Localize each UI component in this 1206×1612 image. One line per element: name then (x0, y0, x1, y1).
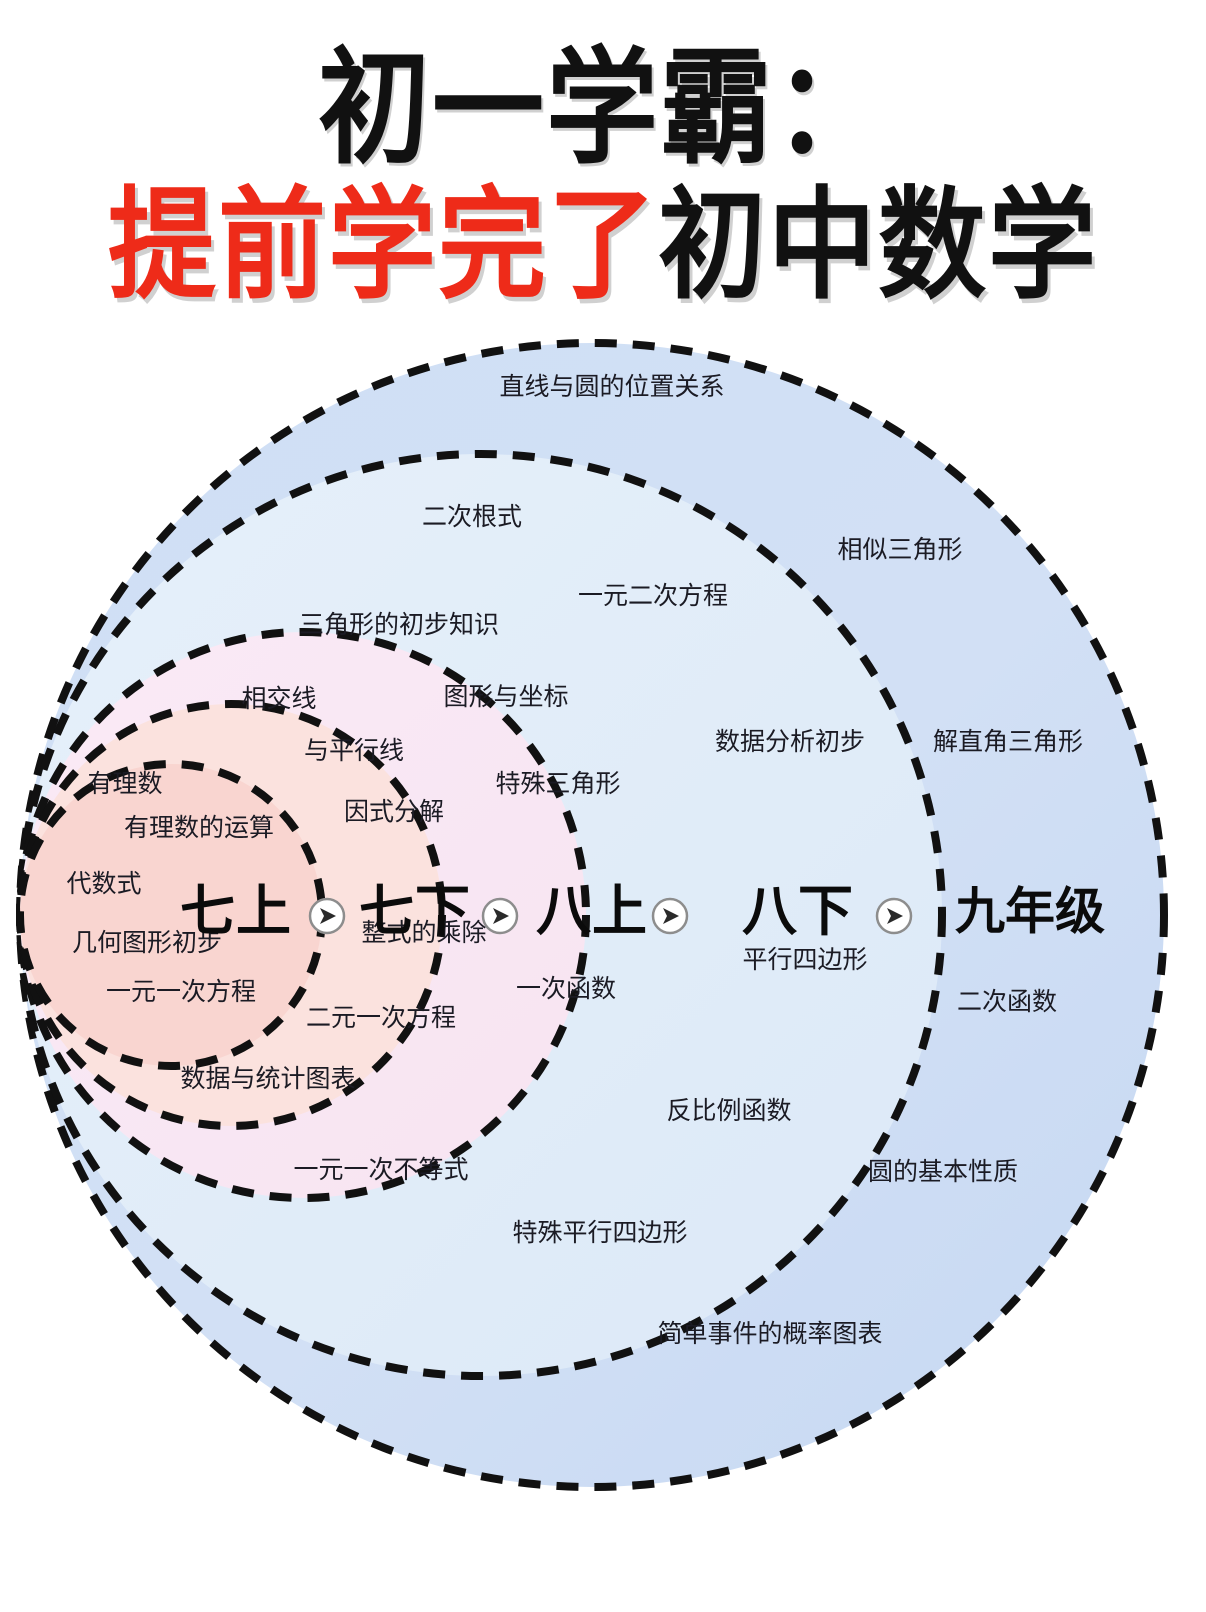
grade-label-qishang[interactable]: 七上 (180, 879, 292, 943)
topic-label-yu-pingxingxian: 与平行线 (304, 737, 404, 765)
topic-label-jiandan-shijian-gailv: 简单事件的概率图表 (657, 1320, 882, 1348)
topic-label-xiangjiaoxian: 相交线 (241, 685, 316, 713)
topic-label-erci-hanshu: 二次函数 (957, 988, 1057, 1016)
topic-label-yinshi-fenjie: 因式分解 (344, 798, 444, 826)
grade-label-jiunianji[interactable]: 九年级 (955, 883, 1105, 941)
topic-label-zhixian-yu-yuan: 直线与圆的位置关系 (499, 373, 724, 401)
topic-label-shuju-yu-tongji-tubiao: 数据与统计图表 (180, 1065, 355, 1093)
topic-label-teshu-pingxing-sibianxing: 特殊平行四边形 (512, 1219, 687, 1247)
page-title-subject: 初中数学 (658, 175, 1099, 316)
title-block: 初一学霸： 提前学完了 初中数学 (0, 0, 1206, 330)
topic-label-pingxing-sibianxing: 平行四边形 (742, 946, 867, 974)
grade-label-qixia[interactable]: 七下 (359, 879, 471, 943)
topic-label-zhengshi-chengchu: 整式的乘除 (361, 919, 486, 947)
topic-label-tuxing-yu-zuobiao: 图形与坐标 (443, 683, 568, 711)
topic-label-yici-hanshu: 一次函数 (516, 975, 616, 1003)
topic-label-youlishu-yunsuan: 有理数的运算 (124, 814, 274, 842)
page-title-highlight: 提前学完了 (107, 175, 658, 316)
topic-label-yiyuan-yici-fangcheng: 一元一次方程 (106, 978, 256, 1006)
topic-label-shuju-fenxi-chubu: 数据分析初步 (715, 728, 865, 756)
play-arrow-right-icon-3[interactable] (651, 897, 689, 935)
topic-label-eryuan-yici-fangcheng: 二元一次方程 (306, 1004, 456, 1032)
grade-label-baxia[interactable]: 八下 (742, 879, 854, 943)
play-arrow-right-icon-2[interactable] (481, 897, 519, 935)
page-title-line-2: 提前学完了 初中数学 (107, 175, 1099, 316)
play-arrow-right-icon-1[interactable] (308, 897, 346, 935)
topic-label-xiangsi-sanjiaoxing: 相似三角形 (837, 536, 962, 564)
grade-label-bashang[interactable]: 八上 (536, 879, 648, 943)
topic-label-yuan-jiben-xingzhi: 圆的基本性质 (868, 1158, 1018, 1186)
play-arrow-right-icon-4[interactable] (875, 897, 913, 935)
topic-label-erci-genshi: 二次根式 (422, 503, 522, 531)
topic-label-jie-zhijiao-sanjiaoxing: 解直角三角形 (933, 728, 1083, 756)
topic-label-yiyuan-yici-budengshi: 一元一次不等式 (293, 1156, 468, 1184)
topic-label-teshu-sanjiaoxing: 特殊三角形 (495, 770, 620, 798)
topic-label-yiyuan-erci-fangcheng: 一元二次方程 (578, 582, 728, 610)
topic-label-youlishu: 有理数 (87, 770, 162, 798)
topic-label-daishushi: 代数式 (66, 870, 141, 898)
nested-circles-diagram: 直线与圆的位置关系 二次根式 相似三角形 三角形的初步知识 一元二次方程 相交线… (0, 330, 1206, 1612)
page-title-line-1: 初一学霸： (318, 35, 888, 182)
topic-label-fanbili-hanshu: 反比例函数 (666, 1097, 791, 1125)
topic-label-sanjiaoxing-chubu: 三角形的初步知识 (299, 611, 499, 639)
topic-label-jihe-tuxing-chubu: 几何图形初步 (72, 929, 222, 957)
